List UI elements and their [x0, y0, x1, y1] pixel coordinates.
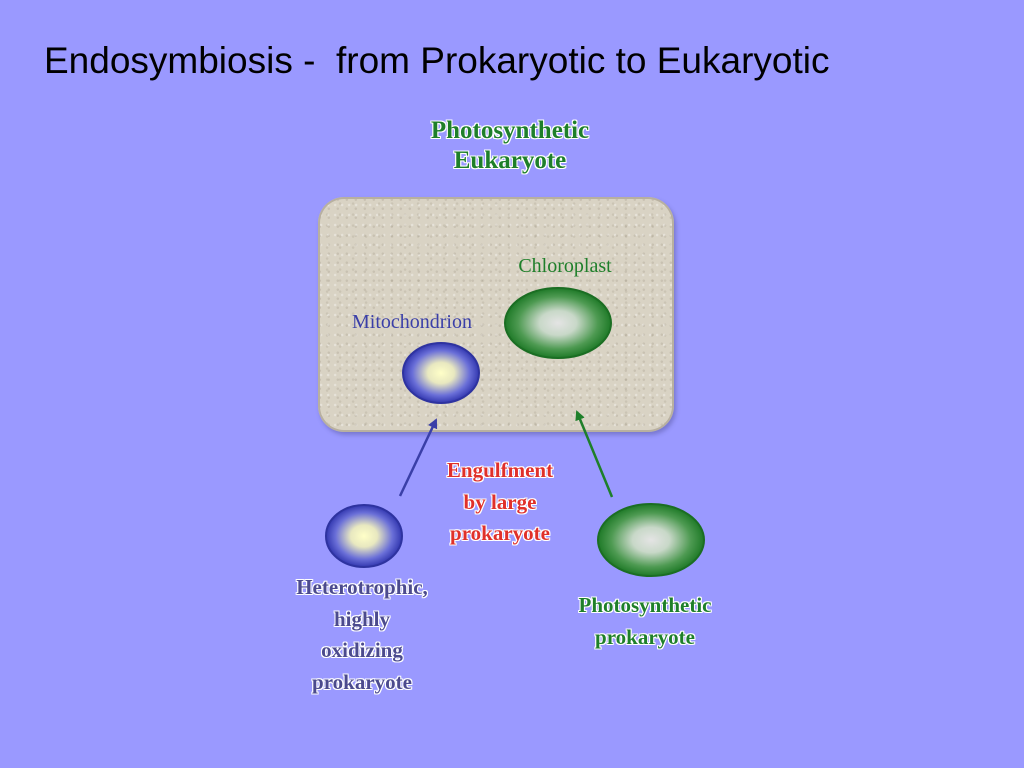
heterotrophic-label-line3: oxidizing — [321, 638, 403, 662]
photosynthetic-prokaryote-label: Photosynthetic prokaryote — [540, 590, 750, 653]
eukaryotic-cell — [318, 197, 674, 432]
chloroplast-engulfment-arrow — [575, 410, 614, 498]
engulfment-label: Engulfment by large prokaryote — [420, 455, 580, 550]
chloroplast-label: Chloroplast — [518, 255, 612, 277]
photosynthetic-eukaryote-label-line1: Photosynthetic — [430, 117, 590, 144]
heterotrophic-prokaryote-label: Heterotrophic, highly oxidizing prokaryo… — [262, 572, 462, 698]
engulfment-label-line2: by large — [463, 489, 537, 514]
photosynthetic-eukaryote-label: Photosynthetic Eukaryote — [380, 116, 640, 176]
mitochondrion-organelle — [402, 342, 480, 404]
photosynthetic-prokaryote-label-line2: prokaryote — [595, 624, 695, 649]
engulfment-label-line3: prokaryote — [450, 521, 550, 545]
slide-title: Endosymbiosis - from Prokaryotic to Euka… — [44, 40, 830, 81]
chloroplast-organelle — [504, 287, 612, 359]
engulfment-label-line1: Engulfment — [446, 458, 554, 482]
heterotrophic-prokaryote-cell — [325, 504, 403, 568]
photosynthetic-eukaryote-label-line2: Eukaryote — [453, 147, 567, 174]
heterotrophic-label-line2: highly — [333, 606, 391, 631]
heterotrophic-label-line4: prokaryote — [312, 669, 412, 694]
heterotrophic-label-line1: Heterotrophic, — [296, 575, 428, 599]
photosynthetic-prokaryote-label-line1: Photosynthetic — [578, 593, 712, 617]
mitochondrion-label: Mitochondrion — [352, 311, 472, 333]
photosynthetic-prokaryote-cell — [597, 503, 705, 577]
mitochondrion-engulfment-arrow — [398, 418, 438, 497]
